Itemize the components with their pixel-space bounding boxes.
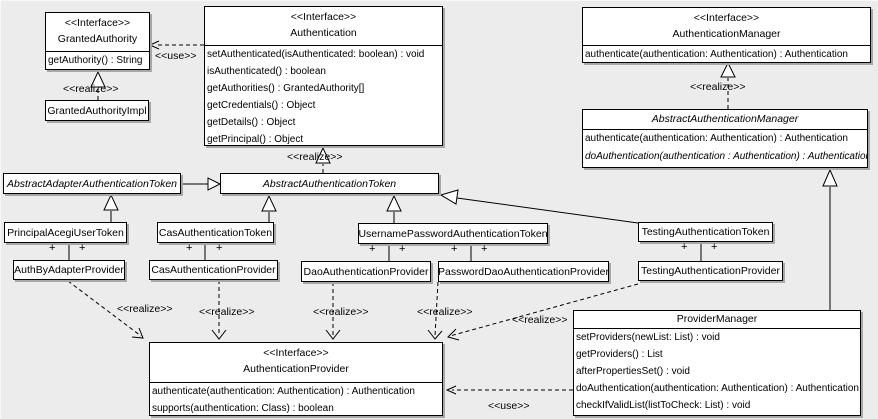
class-authentication-provider[interactable]: <<Interface>> AuthenticationProvider aut… <box>149 342 443 416</box>
stereotype-label: <<Interface>> <box>290 11 357 23</box>
arrow-open <box>148 40 160 50</box>
label-realize-daoprovider: <<realize>> <box>313 306 369 318</box>
arrow-triangle <box>386 194 402 212</box>
method-row: getDetails() : Object <box>207 117 296 128</box>
arrow-open <box>445 385 457 395</box>
class-abstract-authentication-manager[interactable]: AbstractAuthenticationManager authentica… <box>582 109 868 168</box>
class-provider-manager[interactable]: ProviderManager setProviders(newList: Li… <box>573 310 861 416</box>
edge-realize-passworddaoprovider <box>434 281 439 337</box>
label-realize-casprovider: <<realize>> <box>199 306 255 318</box>
class-name: PasswordDaoAuthenticationProvider <box>438 265 609 278</box>
label-realize-absmanager: <<realize>> <box>690 81 746 93</box>
class-name: ProviderManager <box>574 311 860 329</box>
class-name: UsernamePasswordAuthenticationToken <box>358 227 548 240</box>
class-granted-authority[interactable]: <<Interface>> GrantedAuthority getAuthor… <box>45 12 150 70</box>
class-name: GrantedAuthority <box>57 33 138 45</box>
class-name: AbstractAuthenticationToken <box>262 177 397 190</box>
class-testing-authentication-token[interactable]: TestingAuthenticationToken <box>638 222 773 242</box>
method-row: setProviders(newList: List) : void <box>576 332 720 343</box>
class-auth-by-adapter-provider[interactable]: AuthByAdapterProvider <box>13 260 125 280</box>
arrow-triangle <box>720 61 736 78</box>
method-row: doAuthentication(authentication : Authen… <box>585 151 867 162</box>
class-testing-authentication-provider[interactable]: TestingAuthenticationProvider <box>638 261 783 281</box>
label-realize-authbyadapter: <<realize>> <box>117 303 173 315</box>
stereotype-label: <<Interface>> <box>693 12 760 24</box>
arrow-open <box>325 329 341 340</box>
class-name: AbstractAdapterAuthenticationToken <box>6 177 178 190</box>
arrow-triangle <box>439 189 459 205</box>
label-plus: + <box>681 241 688 253</box>
method-row: getAuthorities() : GrantedAuthority[] <box>207 83 365 94</box>
label-realize-grantedauthorityimpl: <<realize>> <box>63 83 119 95</box>
edge-realize-testingprovider <box>449 283 639 337</box>
method-row: afterPropertiesSet() : void <box>576 366 690 377</box>
arrow-open <box>427 329 443 340</box>
method-row: setAuthenticated(isAuthenticated: boolea… <box>207 49 425 60</box>
arrow-open <box>131 327 144 339</box>
class-principal-acegi-user-token[interactable]: PrincipalAcegiUserToken <box>4 222 127 243</box>
method-row: getPrincipal() : Object <box>207 134 304 145</box>
class-username-password-authentication-token[interactable]: UsernamePasswordAuthenticationToken <box>358 223 548 244</box>
label-plus: + <box>49 242 56 254</box>
class-name: CasAuthenticationToken <box>158 226 273 239</box>
class-name: AuthByAdapterProvider <box>14 264 124 276</box>
method-row: isAuthenticated() : boolean <box>207 66 326 77</box>
stereotype-label: <<Interface>> <box>64 17 131 29</box>
arrow-open <box>211 329 227 340</box>
class-abstract-authentication-token[interactable]: AbstractAuthenticationToken <box>220 173 439 194</box>
arrow-triangle <box>207 177 222 191</box>
class-name: CasAuthenticationProvider <box>151 264 276 276</box>
class-name: AbstractAuthenticationManager <box>583 110 867 130</box>
class-granted-authority-impl[interactable]: GrantedAuthorityImpl <box>45 100 149 121</box>
label-plus: + <box>399 243 406 255</box>
label-plus: + <box>451 243 458 255</box>
class-cas-authentication-provider[interactable]: CasAuthenticationProvider <box>149 260 278 280</box>
method-row: getProviders() : List <box>576 349 663 360</box>
method-row: doAuthentication(authentication: Authent… <box>576 383 859 394</box>
method-row: checkIfValidList(listToCheck: List) : vo… <box>576 400 751 411</box>
class-dao-authentication-provider[interactable]: DaoAuthenticationProvider <box>301 261 431 282</box>
label-realize-passworddaoprovider: <<realize>> <box>417 306 473 318</box>
arrow-triangle <box>103 193 119 211</box>
class-name: TestingAuthenticationToken <box>641 226 770 238</box>
method-row: authenticate(authentication: Authenticat… <box>152 386 415 397</box>
method-row: authenticate(authentication: Authenticat… <box>585 133 848 144</box>
class-authentication[interactable]: <<Interface>> Authentication setAuthenti… <box>204 6 443 146</box>
class-name: PrincipalAcegiUserToken <box>7 226 124 239</box>
class-name: TestingAuthenticationProvider <box>641 265 780 277</box>
arrow-triangle <box>90 70 106 88</box>
arrow-open <box>447 328 460 341</box>
class-name: GrantedAuthorityImpl <box>47 104 147 117</box>
class-cas-authentication-token[interactable]: CasAuthenticationToken <box>157 222 274 243</box>
label-realize-testingprovider: <<realize>> <box>512 314 568 326</box>
edge-realize-authbyadapter <box>67 280 142 337</box>
label-realize-abstracttoken: <<realize>> <box>287 151 343 163</box>
class-name: Authentication <box>290 27 357 39</box>
method-row: getCredentials() : Object <box>207 100 316 111</box>
method-row: supports(authentication: Class) : boolea… <box>152 403 334 414</box>
arrow-triangle <box>261 194 277 212</box>
label-plus: + <box>369 243 376 255</box>
class-name: AuthenticationProvider <box>243 363 349 375</box>
label-plus: + <box>711 241 718 253</box>
label-plus: + <box>186 242 193 254</box>
label-plus: + <box>216 242 223 254</box>
edge-gen-testingtoken <box>456 197 639 224</box>
class-authentication-manager[interactable]: <<Interface>> AuthenticationManager auth… <box>582 7 871 63</box>
stereotype-label: <<Interface>> <box>263 347 329 359</box>
label-use-providermanager: <<use>> <box>488 400 530 412</box>
label-plus: + <box>79 242 86 254</box>
class-name: DaoAuthenticationProvider <box>303 265 429 278</box>
class-name: AuthenticationManager <box>672 28 781 40</box>
label-plus: + <box>481 243 488 255</box>
method-row: authenticate(authentication: Authenticat… <box>585 49 848 60</box>
label-use-grantedauthority: <<use>> <box>155 50 197 62</box>
method-row: getAuthority() : String <box>48 55 143 66</box>
class-abstract-adapter-authentication-token[interactable]: AbstractAdapterAuthenticationToken <box>3 173 181 194</box>
class-password-dao-authentication-provider[interactable]: PasswordDaoAuthenticationProvider <box>438 261 609 282</box>
arrow-triangle <box>315 146 331 164</box>
arrow-triangle <box>822 168 838 187</box>
